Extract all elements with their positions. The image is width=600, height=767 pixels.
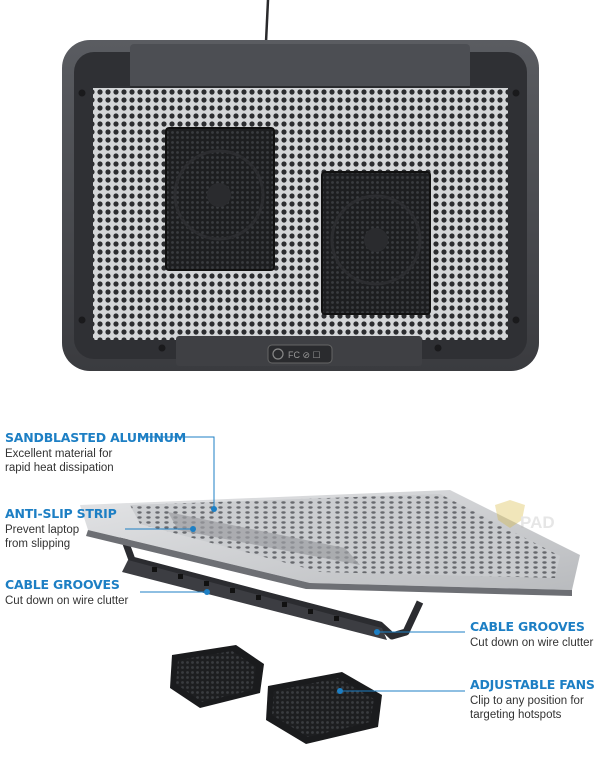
svg-text:FC ⊘ ☐: FC ⊘ ☐ [288,350,321,360]
mesh-plate [93,88,508,340]
callout-desc: Cut down on wire clutter [5,595,129,607]
leader-dot-grooves-left [204,589,210,595]
stand-leg [116,525,424,640]
anti-slip-strip [168,512,360,565]
angled-view: PAD [80,490,580,744]
top-fan-2 [321,171,431,315]
watermark-text: PAD [520,513,555,532]
power-cable [264,0,270,43]
callout-adjustable-fans: ADJUSTABLE FANS Clip to any position for… [470,677,595,722]
groove-notches [152,567,339,621]
callout-desc: Clip to any position for targeting hotsp… [470,695,584,721]
watermark-logo: PAD [495,500,555,532]
callout-title: ADJUSTABLE FANS [470,677,595,692]
leader-dot-antislip [190,526,196,532]
callout-title: CABLE GROOVES [470,619,585,634]
detached-fan-2 [266,672,382,744]
logo-plate [267,344,333,364]
callout-sandblasted-aluminum: SANDBLASTED ALUMINUM Excellent material … [5,430,186,475]
callout-desc: Prevent laptop from slipping [5,524,80,550]
callout-desc: Excellent material for rapid heat dissip… [5,448,114,474]
leader-dot-fans [337,688,343,694]
leader-lines [125,436,465,694]
detached-fan-1 [170,645,264,708]
callout-cable-grooves-right: CABLE GROOVES Cut down on wire clutter [470,619,593,650]
callout-desc: Cut down on wire clutter [470,637,594,649]
leader-sandblasted [140,436,215,509]
top-fan-1 [165,127,275,271]
plate-mesh [130,494,560,578]
cable-groove-bar [122,560,387,640]
top-view: FC ⊘ ☐ [62,0,539,371]
leader-dot-grooves-right [374,629,380,635]
callout-title: SANDBLASTED ALUMINUM [5,430,186,445]
callout-cable-grooves-left: CABLE GROOVES Cut down on wire clutter [5,577,128,608]
leader-dot-sandblasted [211,506,217,512]
callout-title: ANTI-SLIP STRIP [5,506,117,521]
callout-title: CABLE GROOVES [5,577,120,592]
top-bar [130,44,470,89]
callout-anti-slip-strip: ANTI-SLIP STRIP Prevent laptop from slip… [5,506,117,551]
